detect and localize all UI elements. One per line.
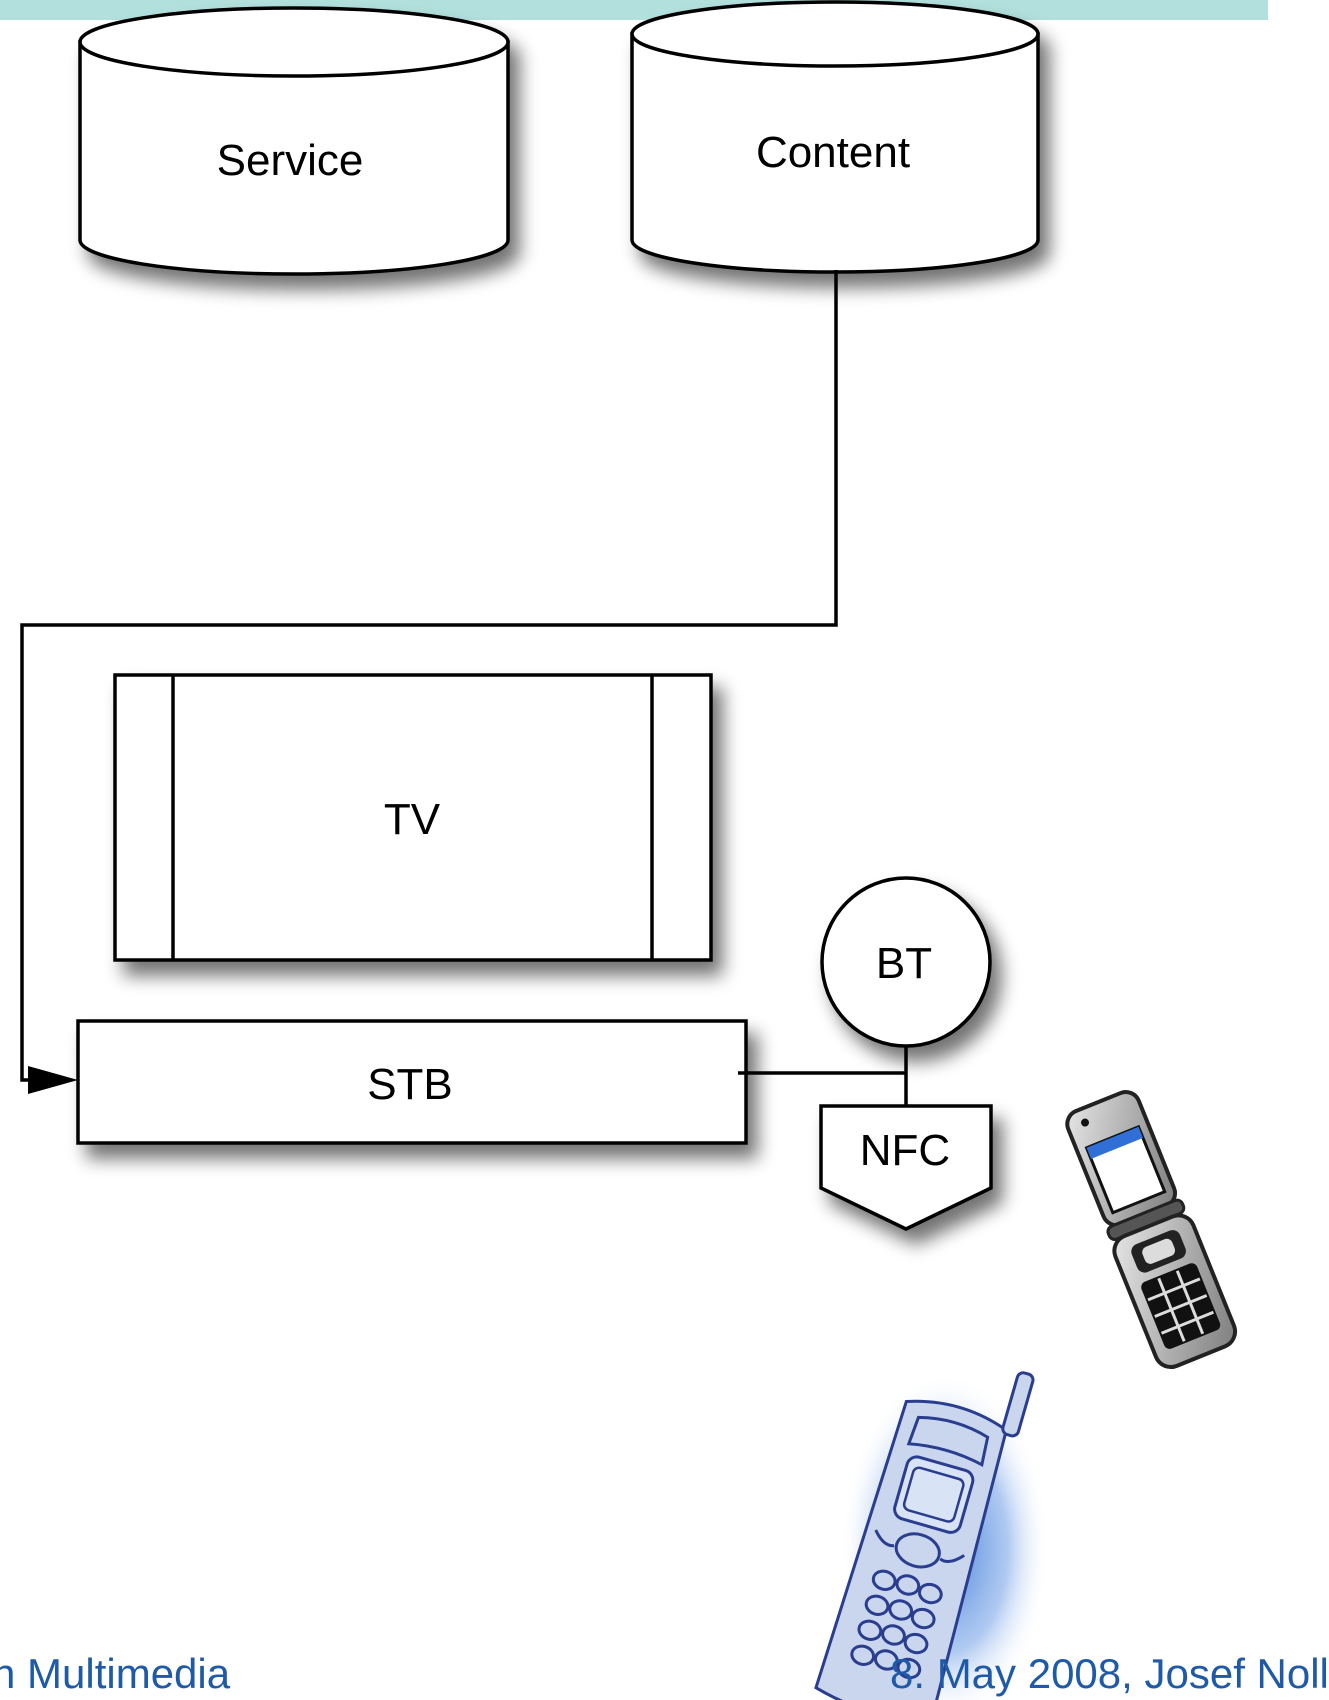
nfc-pentagon — [819, 1104, 993, 1231]
service-label: Service — [217, 136, 364, 185]
bt-circle — [820, 876, 992, 1048]
content-label: Content — [756, 128, 910, 177]
bt-label: BT — [876, 939, 932, 988]
tv-label: TV — [384, 795, 441, 844]
nfc-label: NFC — [860, 1126, 950, 1175]
footer-left-text: n Multimedia — [0, 1650, 231, 1697]
stb-label: STB — [367, 1060, 453, 1109]
flip-phone-icon — [1065, 1090, 1238, 1370]
content-database — [630, 0, 1040, 274]
footer-right-text: 8. May 2008, Josef Noll — [890, 1650, 1329, 1697]
tv-box — [113, 673, 713, 962]
stb-box — [76, 1019, 748, 1145]
candybar-phone-icon — [814, 1371, 1050, 1700]
service-database — [78, 6, 510, 276]
architecture-diagram: Service Content TV STB BT — [20, 0, 1238, 1700]
arrowhead — [28, 1066, 78, 1094]
